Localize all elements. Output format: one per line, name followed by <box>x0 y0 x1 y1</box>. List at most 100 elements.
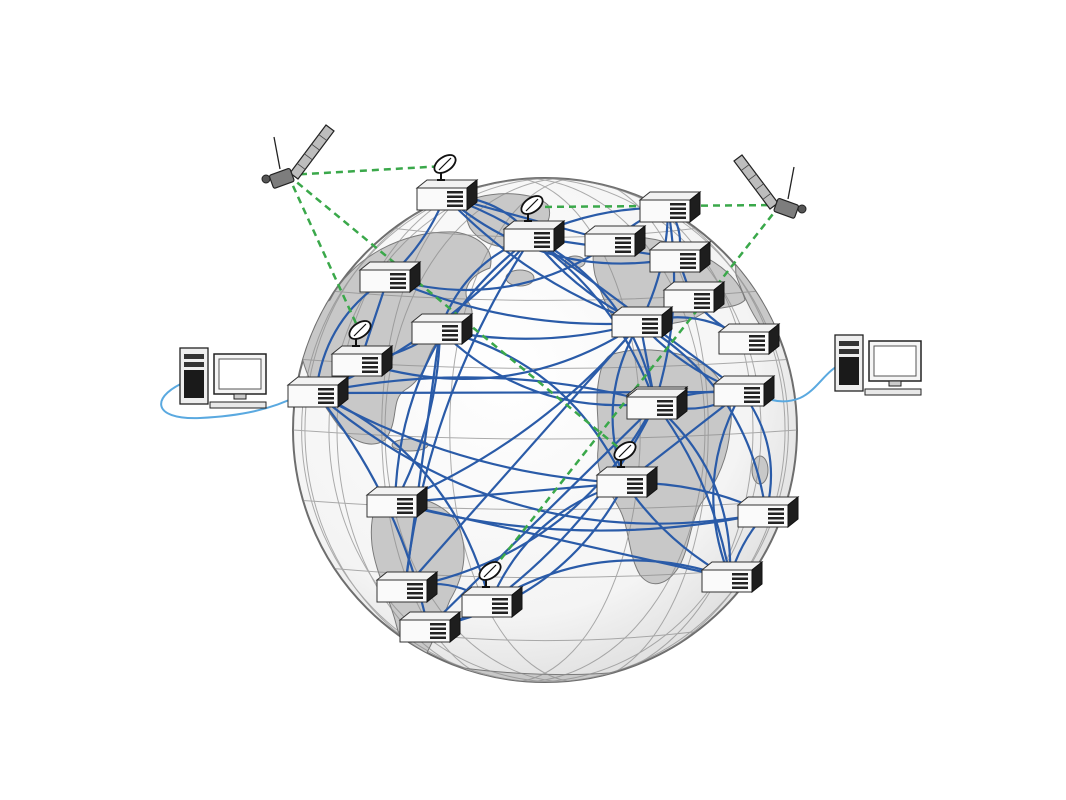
server-drive-slot <box>694 306 710 309</box>
server-drive-slot <box>407 587 423 590</box>
server-side <box>768 322 780 356</box>
server-drive-slot <box>390 282 406 285</box>
server-drive-slot <box>615 246 631 249</box>
server-node <box>662 280 726 314</box>
fiber-link <box>404 402 656 590</box>
solar-panel-cell <box>311 143 320 151</box>
fiber-link <box>531 236 657 404</box>
computer-cable-right <box>771 361 846 403</box>
server-drive-slot <box>694 293 710 296</box>
server-drive-slot <box>534 236 550 239</box>
tower-front-panel <box>184 370 204 398</box>
meridian-line <box>328 178 786 682</box>
server-drive-slot <box>447 191 463 194</box>
server-node <box>638 190 702 224</box>
server-drive-slot <box>407 596 423 599</box>
satellite-thruster <box>797 204 807 214</box>
server-drive-slot <box>390 273 406 276</box>
server-drive-slot <box>642 327 658 330</box>
satellite-link <box>287 164 446 177</box>
server-drive-slot <box>362 357 378 360</box>
server-side <box>466 178 478 212</box>
server-drive-slot <box>407 592 423 595</box>
fiber-link <box>611 322 641 484</box>
server-side <box>689 190 701 224</box>
server-drive-slot <box>397 511 413 514</box>
server-drive-slot <box>749 348 765 351</box>
parallel-line <box>293 429 797 440</box>
server-drive-slot <box>442 325 458 328</box>
server-drive-slot <box>680 262 696 265</box>
server-drive-slot <box>680 257 696 260</box>
server-drive-slot <box>732 586 748 589</box>
server-drive-slot <box>534 232 550 235</box>
server-drive-slot <box>390 286 406 289</box>
server-drive-slot <box>442 338 458 341</box>
server-drive-slot <box>768 508 784 511</box>
server-side <box>511 585 523 619</box>
solar-panel-cell <box>296 163 306 170</box>
fiber-link <box>654 402 732 579</box>
server-node <box>717 322 781 356</box>
server-drive-slot <box>768 521 784 524</box>
server-side <box>713 280 725 314</box>
solar-panel-cell <box>748 173 757 181</box>
meridian-line <box>304 178 762 682</box>
computers <box>179 334 922 409</box>
server-side <box>661 305 673 339</box>
satellite-dish-icon <box>520 195 544 222</box>
tower-drive-bay <box>184 354 204 359</box>
server-side <box>416 485 428 519</box>
server-drive-slot <box>732 573 748 576</box>
fiber-link <box>489 404 656 604</box>
server-drive-slot <box>318 397 334 400</box>
server-drive-slot <box>744 400 760 403</box>
monitor-screen <box>218 358 262 390</box>
server-drive-slot <box>362 366 378 369</box>
satellite-icon <box>261 124 335 189</box>
server-drive-slot <box>615 237 631 240</box>
tower-front-panel <box>839 357 859 385</box>
server-drive-slot <box>627 487 643 490</box>
fiber-link <box>359 322 641 380</box>
server-drive-slot <box>615 250 631 253</box>
server-side <box>634 224 646 258</box>
fiber-link <box>315 392 767 525</box>
server-node <box>365 485 429 519</box>
server-drive-slot <box>749 335 765 338</box>
server-drive-slot <box>768 512 784 515</box>
meridian-line <box>449 178 709 682</box>
server-drive-slot <box>430 623 446 626</box>
server-node <box>610 305 674 339</box>
satellite-dish-icon <box>348 320 372 347</box>
desktop-computer-icon <box>834 334 922 396</box>
solar-panel-cell <box>762 193 772 200</box>
meridian-line <box>384 178 754 682</box>
server-side <box>426 570 438 604</box>
server-side <box>646 465 658 499</box>
server-drive-slot <box>627 491 643 494</box>
meridian-line <box>301 178 789 682</box>
solar-panel-cell <box>318 134 328 141</box>
server-node <box>375 570 439 604</box>
satellites <box>261 124 807 219</box>
server-node <box>700 560 764 594</box>
server-drive-slot <box>744 387 760 390</box>
server-drive-slot <box>397 498 413 501</box>
server-node <box>583 224 647 258</box>
server-drive-slot <box>642 318 658 321</box>
server-node <box>330 320 394 378</box>
server-drive-slot <box>615 241 631 244</box>
server-node <box>595 441 659 499</box>
satellite-body <box>773 197 800 219</box>
server-drive-slot <box>627 482 643 485</box>
dish-feed <box>438 157 452 171</box>
server-drive-slot <box>680 266 696 269</box>
server-node <box>398 610 462 644</box>
server-drive-slot <box>680 253 696 256</box>
server-drive-slot <box>430 627 446 630</box>
desktop-computer-icon <box>179 347 267 409</box>
server-drive-slot <box>492 607 508 610</box>
satellite-antenna <box>273 136 281 170</box>
